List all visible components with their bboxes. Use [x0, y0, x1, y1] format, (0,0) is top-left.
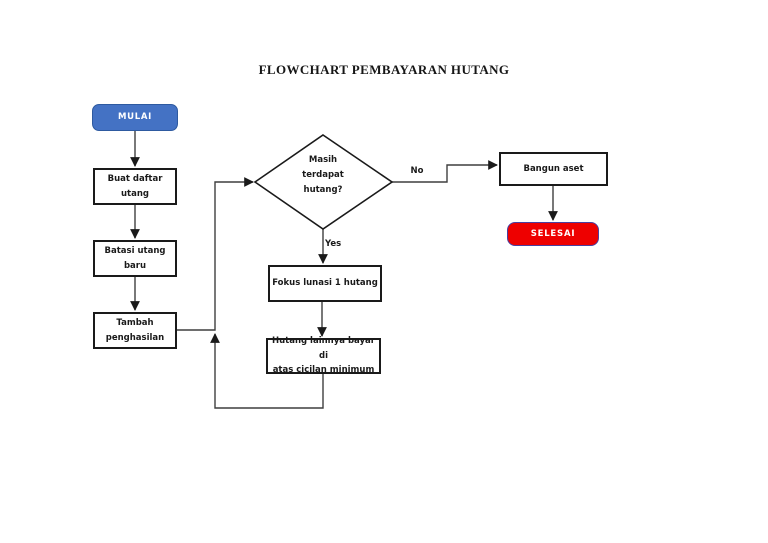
edge-decision-no-to-bangun	[392, 160, 498, 183]
process-node-hutang-lainnya: Hutang lainnya bayar di atas cicilan min…	[266, 336, 381, 375]
process-node-batasi-utang-baru: Batasi utang baru	[93, 240, 177, 277]
end-node-selesai: SELESAI	[507, 222, 599, 246]
flowchart-title: FLOWCHART PEMBAYARAN HUTANG	[258, 62, 510, 77]
edge-tambah-to-decision	[177, 177, 254, 331]
process-node-bangun-aset: Bangun aset	[499, 152, 608, 186]
edge-hutang-loopback	[210, 333, 324, 409]
process-node-fokus-lunasi-1-hutang: Fokus lunasi 1 hutang	[268, 265, 382, 302]
decision-diamond-shape	[253, 134, 394, 230]
edge-label-no: No	[410, 166, 424, 176]
edge-label-yes: Yes	[325, 239, 342, 249]
decision-node-masih-terdapat-hutang: Masih terdapat hutang?	[302, 155, 344, 195]
start-node-mulai: MULAI	[92, 104, 178, 131]
process-node-tambah-penghasilan: Tambah penghasilan	[93, 312, 177, 349]
process-node-buat-daftar-utang: Buat daftar utang	[93, 168, 177, 205]
